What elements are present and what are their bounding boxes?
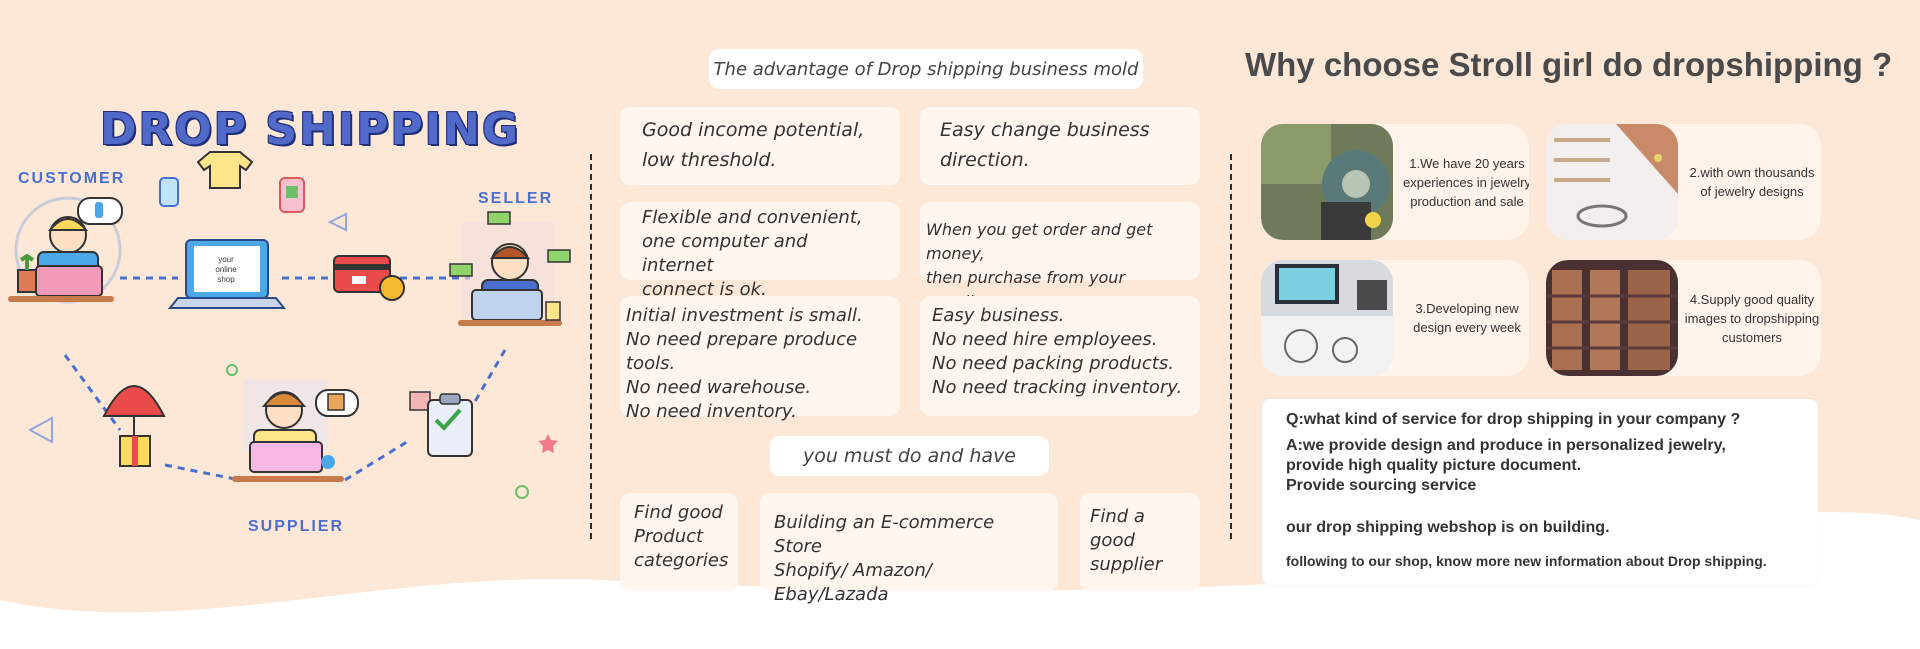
qa-answer-1: A:we provide design and produce in perso… (1286, 437, 1726, 454)
advantage-card-6: Easy business. No need hire employees. N… (920, 296, 1200, 416)
qa-answer-2: provide high quality picture document. (1286, 457, 1582, 474)
advantage-card-1: Good income potential, low threshold. (620, 107, 900, 185)
clipboard-check-icon (409, 391, 473, 457)
feature-card-3: 3.Developing new design every week (1261, 260, 1529, 376)
laptop-text-1: your (218, 255, 234, 264)
advantage-card-5: Initial investment is small. No need pre… (620, 296, 900, 422)
qa-box: Q:what kind of service for drop shipping… (1262, 399, 1818, 585)
qa-question: Q:what kind of service for drop shipping… (1286, 411, 1741, 428)
qa-footer: following to our shop, know more new inf… (1286, 553, 1767, 569)
left-divider (590, 154, 592, 539)
feature-text-3: 3.Developing new design every week (1413, 301, 1521, 335)
why-choose-title: Why choose Stroll girl do dropshipping ? (1245, 46, 1893, 83)
supplier-figure-icon (232, 380, 359, 482)
seller-figure-icon (449, 211, 571, 326)
gift-umbrella-icon (102, 385, 166, 467)
must-card-store: Building an E-commerce Store Shopify/ Am… (760, 493, 1058, 605)
payment-card-icon (333, 255, 405, 301)
laptop-text-3: shop (217, 275, 235, 284)
qa-answer-3: Provide sourcing service (1286, 477, 1477, 494)
feature-text-4: 4.Supply good quality images to dropship… (1684, 291, 1820, 345)
warehouse-photo (1546, 260, 1678, 376)
jewelry-designs-photo (1546, 124, 1678, 240)
must-card-product: Find good Product categories (620, 493, 738, 591)
must-do-title: you must do and have (770, 436, 1049, 476)
feature-card-4: 4.Supply good quality images to dropship… (1546, 260, 1821, 376)
dropshipping-flow-illustration: your online shop (8, 151, 571, 499)
qa-note: our drop shipping webshop is on building… (1286, 519, 1610, 536)
new-design-photo (1261, 260, 1393, 376)
laptop-text-2: online (215, 265, 237, 274)
feature-card-2: 2.with own thousands of jewelry designs (1546, 124, 1821, 240)
jewelry-production-photo (1261, 124, 1393, 240)
seller-label: SELLER (478, 190, 554, 207)
must-card-supplier: Find a good supplier (1080, 493, 1200, 591)
right-divider (1230, 154, 1232, 539)
advantage-title: The advantage of Drop shipping business … (709, 49, 1143, 89)
supplier-label: SUPPLIER (248, 518, 345, 535)
feature-card-1: 1.We have 20 years experiences in jewelr… (1261, 124, 1529, 240)
feature-text-2: 2.with own thousands of jewelry designs (1689, 165, 1815, 199)
advantage-card-2: Easy change business direction. (920, 107, 1200, 185)
drop-shipping-title: DROP SHIPPING (100, 104, 521, 155)
customer-label: CUSTOMER (18, 170, 126, 187)
advantage-card-3: Flexible and convenient, one computer an… (620, 202, 900, 300)
customer-figure-icon (8, 196, 123, 304)
feature-text-1: 1.We have 20 years experiences in jewelr… (1403, 155, 1529, 209)
advantage-card-4: When you get order and get money, then p… (920, 202, 1200, 311)
laptop-online-shop-icon: your online shop (167, 239, 287, 309)
